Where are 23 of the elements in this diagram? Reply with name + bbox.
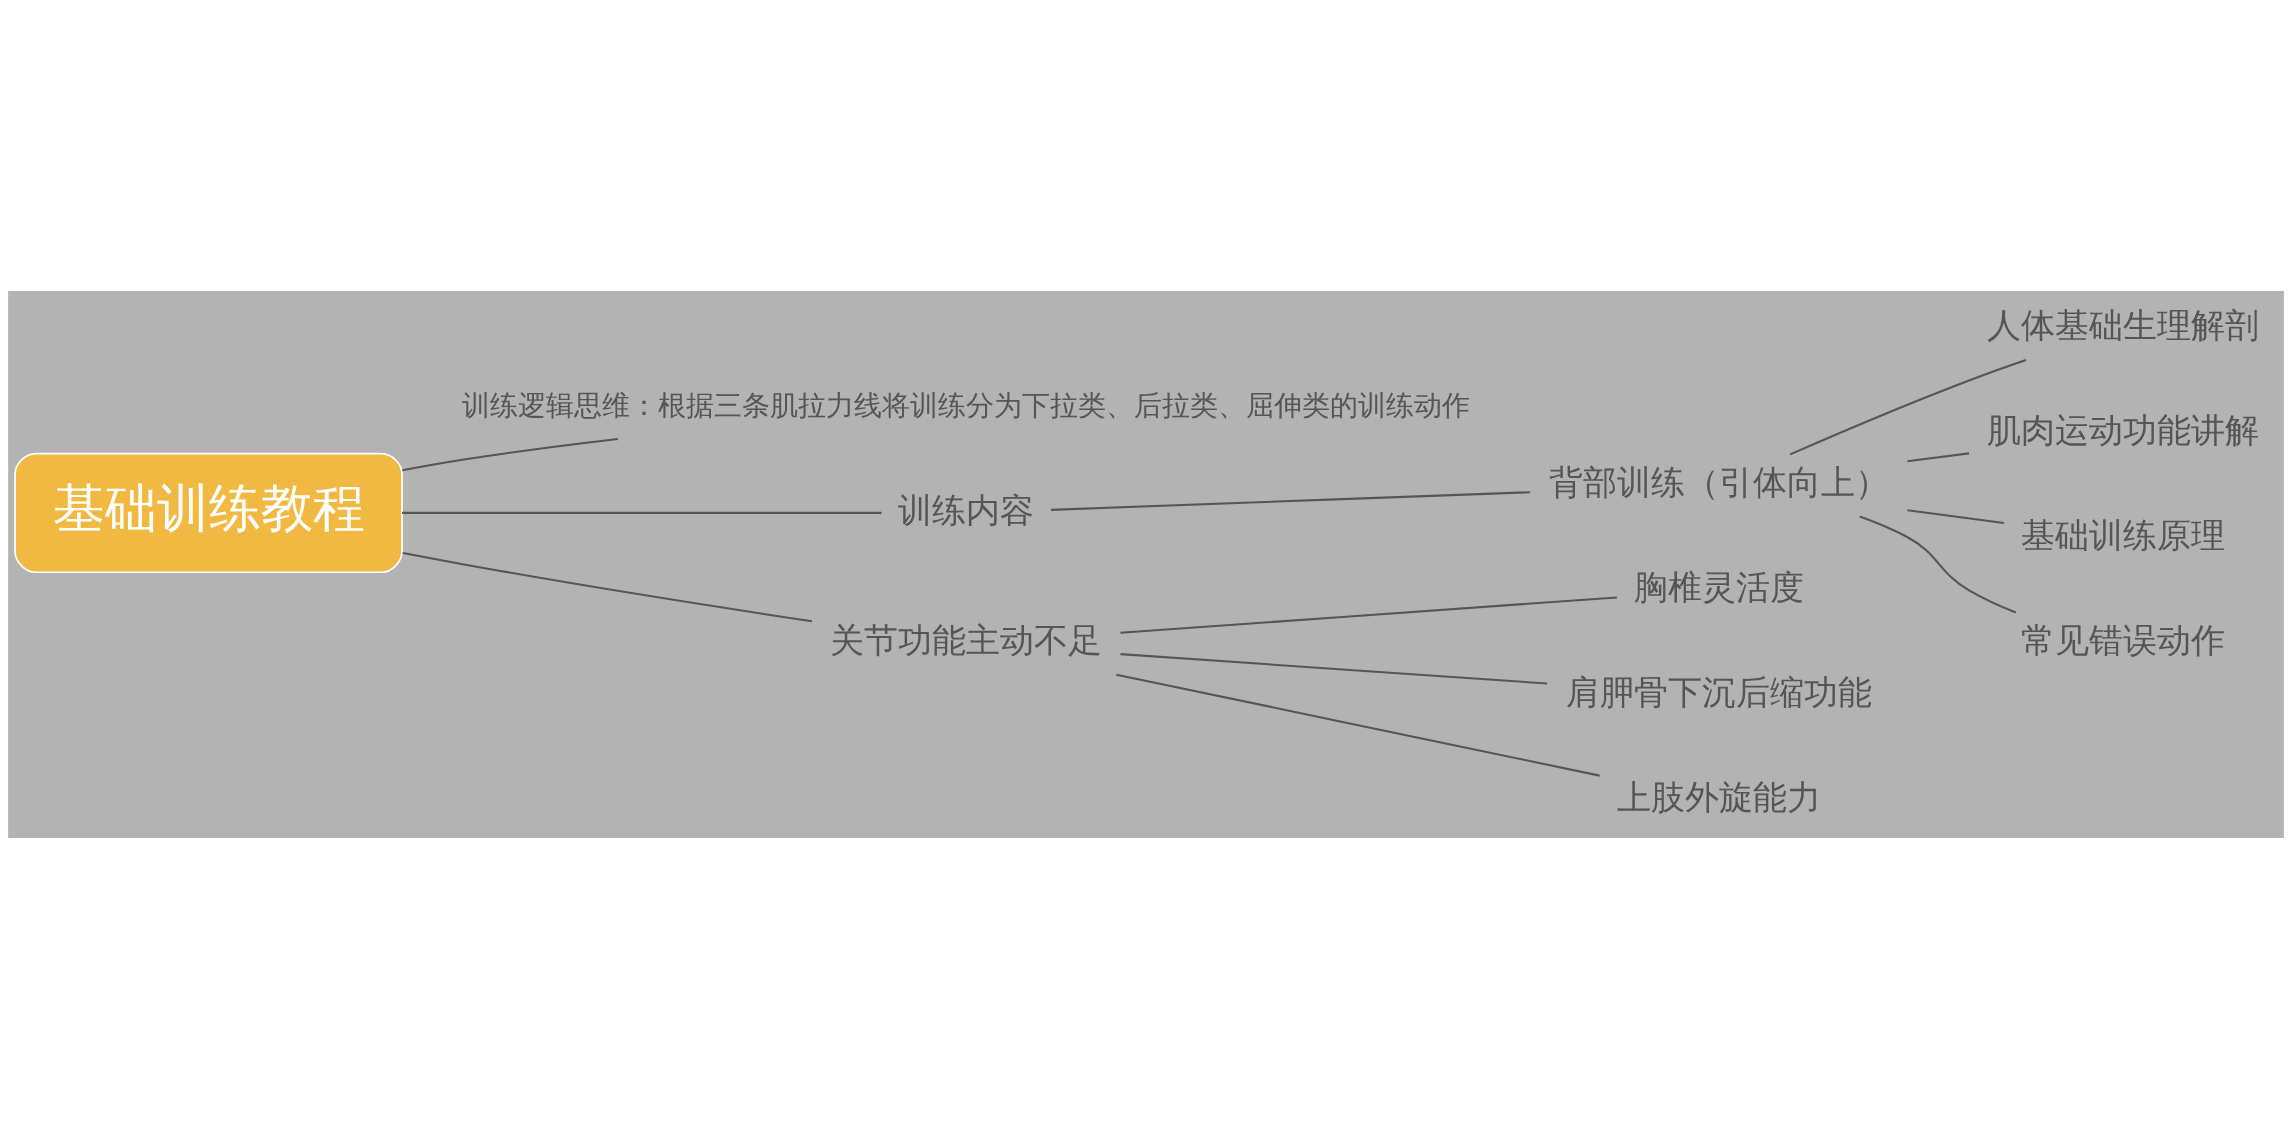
- connector: [1116, 673, 1600, 777]
- node-box: 基础训练教程: [14, 452, 403, 573]
- connector: [1907, 451, 1970, 462]
- node-text: 上肢外旋能力: [1616, 776, 1821, 817]
- node-text: 基础训练原理: [2021, 514, 2226, 555]
- node-text: 人体基础生理解剖: [1987, 304, 2260, 345]
- node-text: 训练内容: [898, 489, 1035, 529]
- connector: [1050, 490, 1531, 511]
- node-text: 训练逻辑思维：根据三条肌拉力线将训练分为下拉类、后拉类、屈伸类的训练动作: [462, 388, 1471, 421]
- connector: [1120, 652, 1548, 685]
- connector: [1859, 515, 2017, 613]
- connector: [402, 437, 619, 471]
- node-text: 常见错误动作: [2021, 619, 2226, 660]
- connector: [402, 511, 882, 514]
- connector: [1907, 508, 2005, 524]
- node-text: 胸椎灵活度: [1633, 566, 1804, 607]
- node-text: 背部训练（引体向上）: [1548, 461, 1889, 502]
- node-text: 关节功能主动不足: [830, 619, 1103, 660]
- connector: [1789, 358, 2027, 455]
- connector: [1120, 595, 1617, 634]
- node-text: 肩胛骨下沉后缩功能: [1565, 671, 1872, 712]
- connector: [402, 551, 813, 622]
- node-text: 肌肉运动功能讲解: [1987, 409, 2260, 450]
